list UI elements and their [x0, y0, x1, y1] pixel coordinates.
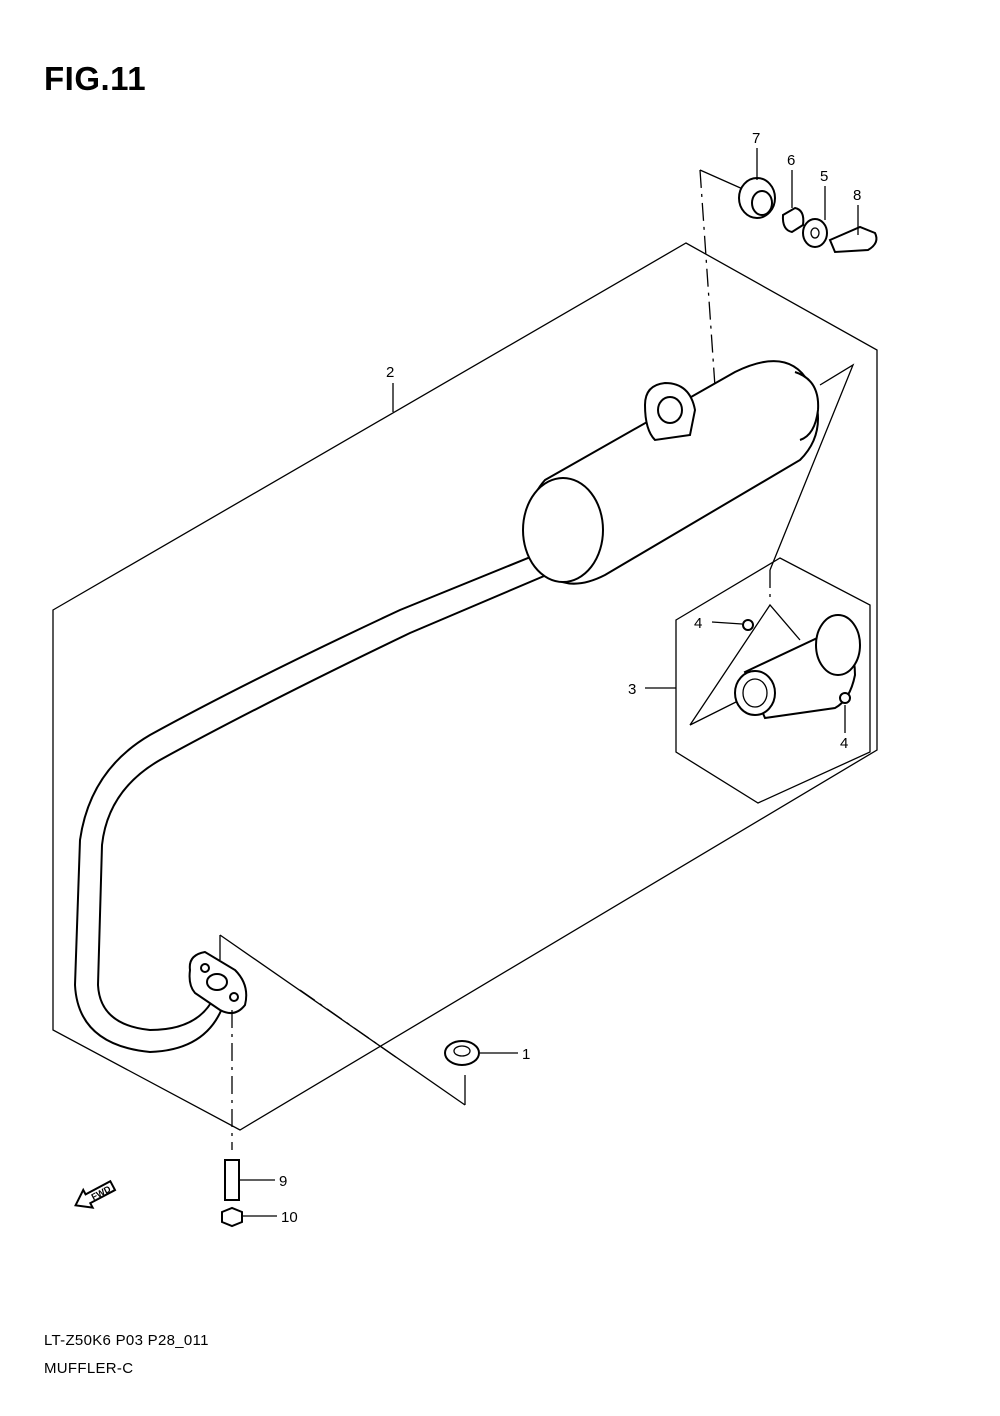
- callout-6: 6: [787, 152, 795, 169]
- bracket-hole: [657, 396, 683, 424]
- exhaust-pipe: [73, 543, 572, 1054]
- callout-3: 3: [628, 681, 636, 698]
- stud-bolt: [224, 1159, 240, 1201]
- tail-guide: [769, 363, 855, 571]
- figure-name: MUFFLER-C: [44, 1360, 134, 1377]
- callout-4b: 4: [840, 735, 848, 752]
- spark-arrester-end: [815, 614, 861, 676]
- callout-2: 2: [386, 364, 394, 381]
- sub-guide-a: [689, 699, 741, 726]
- mount-washer: [802, 218, 828, 248]
- subassembly-outline: [675, 557, 871, 804]
- hardware-guide-dash: [699, 169, 719, 431]
- flange-bolt-hole-b: [229, 992, 239, 1002]
- flange-guide-dash: [299, 989, 401, 1061]
- hardware-guide-line: [699, 169, 746, 191]
- exhaust-gasket: [444, 1040, 480, 1066]
- sub-guide-b: [689, 603, 801, 726]
- assembly-outline: [52, 242, 878, 1131]
- arrester-screw-a: [742, 619, 754, 631]
- washer-hole: [810, 227, 820, 239]
- leader-4a: [711, 621, 743, 625]
- callout-9: 9: [279, 1173, 287, 1190]
- arrester-screw-b: [839, 692, 851, 704]
- flange-nut: [221, 1206, 243, 1228]
- flange-bolt-hole-a: [200, 963, 210, 973]
- callout-8: 8: [853, 187, 861, 204]
- muffler-tail-end: [794, 371, 820, 441]
- callout-7: 7: [752, 130, 760, 147]
- grommet-inner: [751, 190, 773, 216]
- figure-title: FIG.11: [44, 60, 147, 97]
- model-code: LT-Z50K6 P03 P28_011: [44, 1332, 209, 1349]
- flange-port: [206, 973, 228, 991]
- mount-collar: [781, 206, 805, 234]
- fwd-arrow-icon: FWD: [74, 1179, 117, 1209]
- mount-bolt: [828, 225, 878, 254]
- callout-4a: 4: [694, 615, 702, 632]
- callout-1: 1: [522, 1046, 530, 1063]
- spark-arrester-pipe-inner: [742, 678, 768, 708]
- gasket-hole: [453, 1045, 471, 1057]
- spark-arrester-pipe: [734, 670, 776, 716]
- muffler-front-cap: [522, 477, 604, 583]
- flange-guide: [219, 934, 466, 1106]
- callout-10: 10: [281, 1209, 298, 1226]
- callout-5: 5: [820, 168, 828, 185]
